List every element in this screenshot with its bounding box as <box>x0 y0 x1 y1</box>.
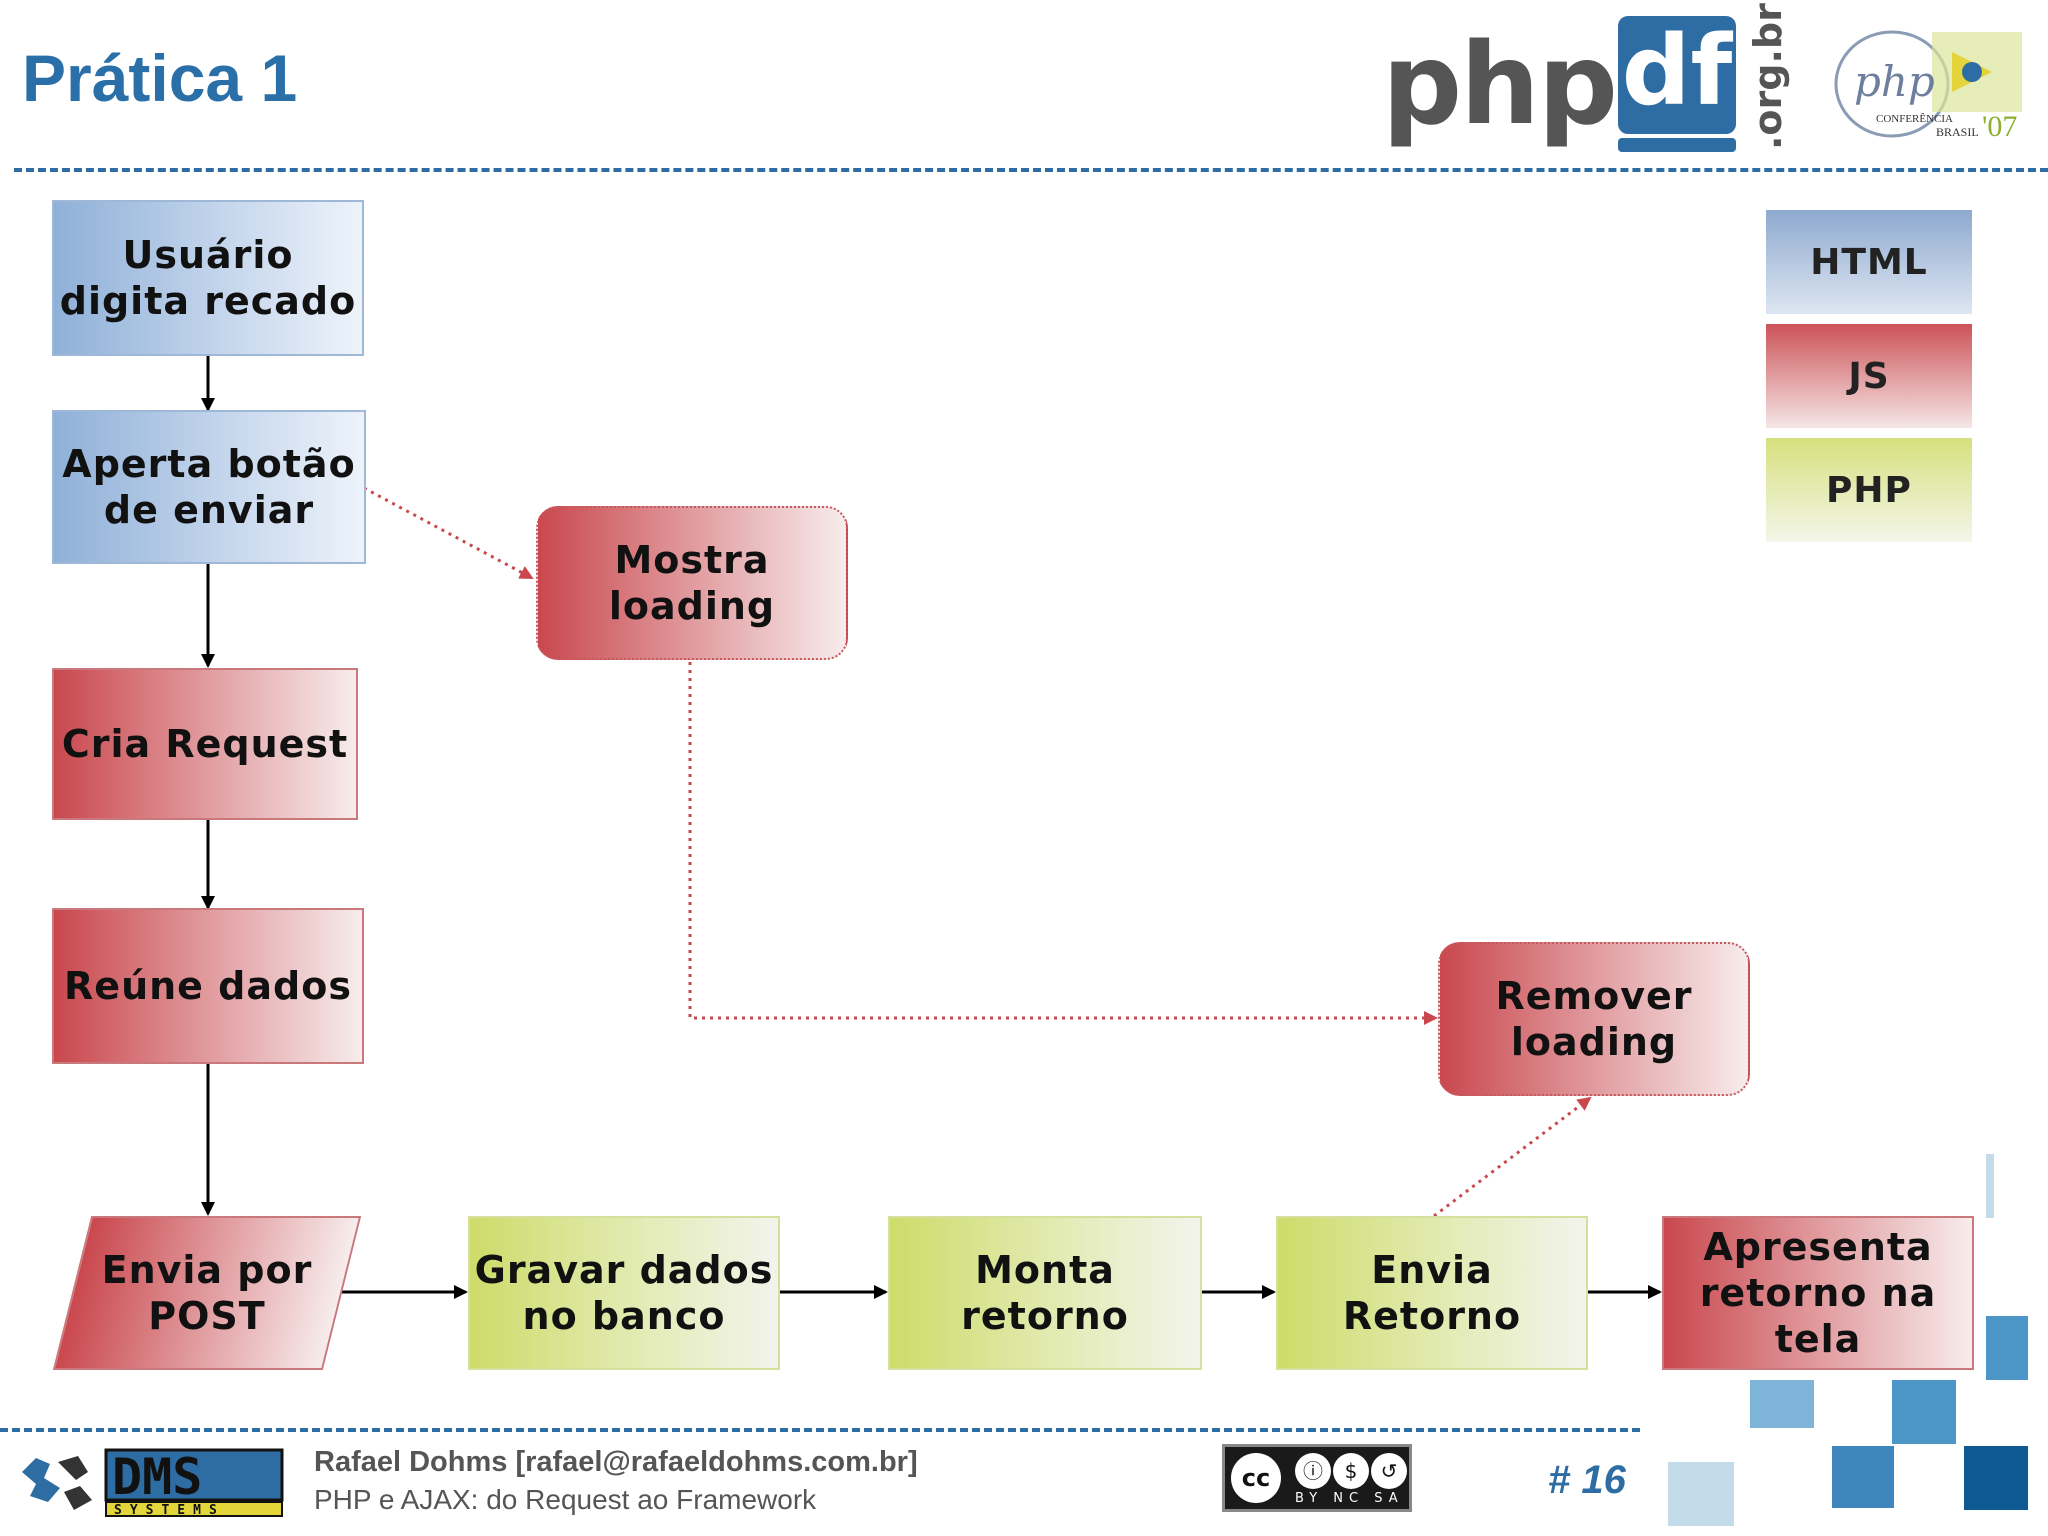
footer-subtitle: PHP e AJAX: do Request ao Framework <box>314 1484 817 1515</box>
node-monta-retorno: Monta retorno <box>888 1216 1202 1370</box>
conference-year: '07 <box>1982 110 2017 142</box>
decor-square <box>1892 1380 1956 1444</box>
conference-php-text: php <box>1854 57 1935 106</box>
conference-text-1: CONFERÊNCIA <box>1876 113 1953 125</box>
dms-logo-text: DMS <box>112 1448 202 1506</box>
page-number: # 16 <box>1548 1458 1626 1502</box>
header-divider <box>14 168 2048 172</box>
node-cria-request: Cria Request <box>52 668 358 820</box>
phpdf-logo-df-mark: df <box>1618 16 1736 134</box>
dotted-arrow-envia-retorno-to-remover <box>1433 1096 1592 1218</box>
creative-commons-badge: cc ⓘ $ ↺ BY NC SA <box>1222 1444 1412 1512</box>
node-reune-dados: Reúne dados <box>52 908 364 1064</box>
legend-php: PHP <box>1766 438 1972 542</box>
node-envia-por-post: Envia por POST <box>101 1248 313 1338</box>
slide-title: Prática 1 <box>22 41 298 115</box>
dms-systems-logo: DMS SYSTEMS <box>22 1448 284 1518</box>
sharealike-icon: ↺ <box>1371 1453 1407 1489</box>
dotted-arrow-mostra-to-remover <box>688 662 1438 1025</box>
phpdf-logo-php-text: php <box>1382 20 1618 150</box>
conference-text-2: BRASIL <box>1936 125 1979 139</box>
cc-license-labels: BY NC SA <box>1295 1491 1404 1506</box>
php-conference-brasil-logo: php CONFERÊNCIA BRASIL '07 <box>1834 30 2022 142</box>
decor-square <box>1964 1446 2028 1510</box>
decor-square <box>1832 1446 1894 1508</box>
node-remover-loading: Remover loading <box>1438 942 1750 1096</box>
node-usuario-digita-recado: Usuário digita recado <box>52 200 364 356</box>
dotted-arrow-aperta-to-mostra <box>363 486 534 580</box>
cc-icon: cc <box>1231 1453 1281 1503</box>
attribution-icon: ⓘ <box>1295 1453 1331 1489</box>
decor-square <box>1986 1316 2028 1380</box>
footer-divider <box>0 1428 1640 1432</box>
noncommercial-icon: $ <box>1333 1453 1369 1489</box>
node-mostra-loading: Mostra loading <box>536 506 848 660</box>
footer-author: Rafael Dohms [rafael@rafaeldohms.com.br] <box>314 1446 918 1478</box>
node-aperta-botao: Aperta botão de enviar <box>52 410 366 564</box>
decor-square <box>1986 1154 1994 1218</box>
decor-square <box>1750 1380 1814 1428</box>
phpdf-logo-underline <box>1618 138 1736 152</box>
node-gravar-dados: Gravar dados no banco <box>468 1216 780 1370</box>
node-apresenta-retorno: Apresenta retorno na tela <box>1662 1216 1974 1370</box>
dms-logo-subtext: SYSTEMS <box>114 1503 225 1518</box>
legend-js: JS <box>1766 324 1972 428</box>
decor-square <box>1668 1462 1734 1526</box>
node-envia-por-post-shape: Envia por POST <box>52 1216 362 1370</box>
legend-html: HTML <box>1766 210 1972 314</box>
node-envia-retorno: Envia Retorno <box>1276 1216 1588 1370</box>
